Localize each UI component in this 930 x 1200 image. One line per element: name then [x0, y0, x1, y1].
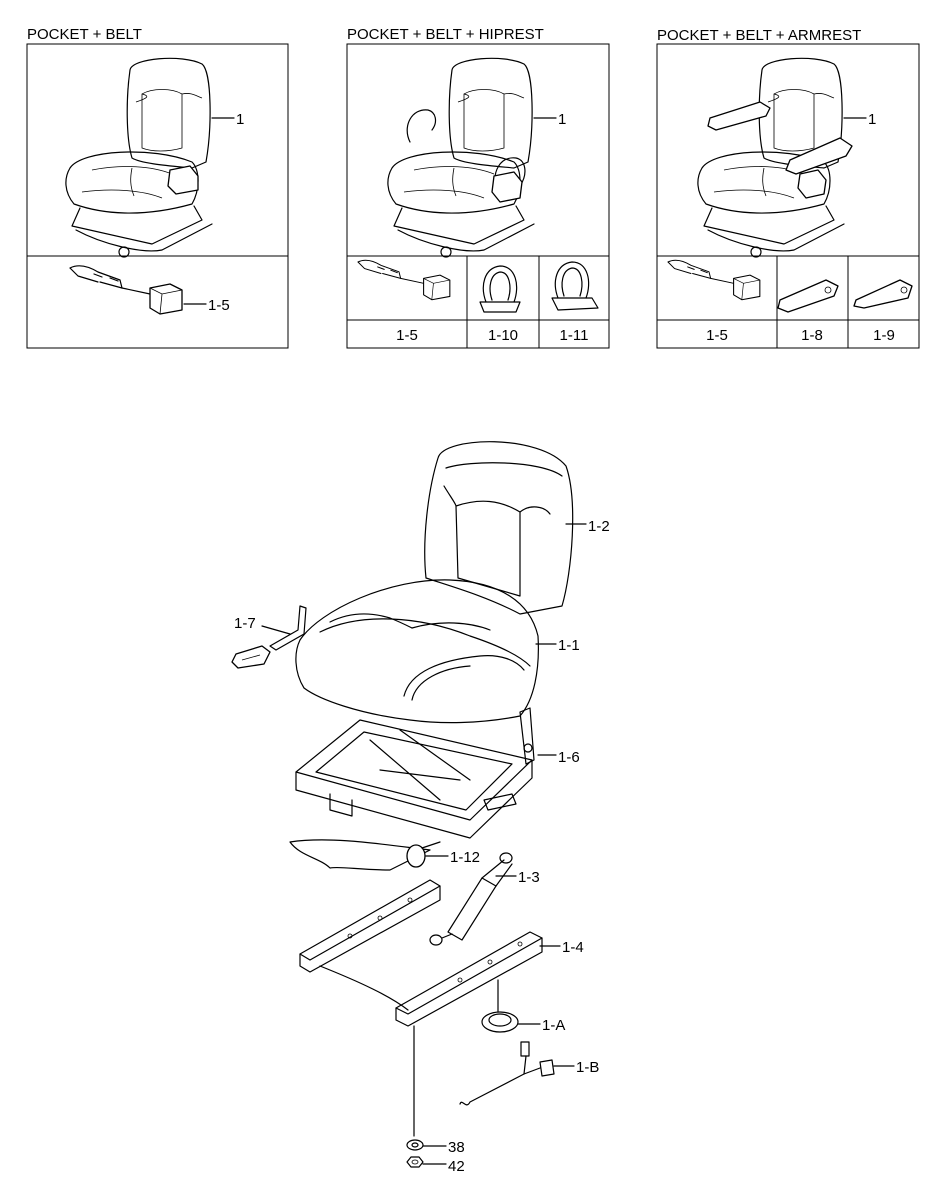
nut-42	[406, 1156, 424, 1168]
part-label-1-5-b: 1-5	[396, 327, 418, 344]
variant-title-pocket-belt: POCKET + BELT	[27, 26, 142, 43]
seat-illustration-1	[65, 57, 213, 258]
seat-label-2: 1	[558, 111, 566, 128]
variant-panel-2	[346, 43, 610, 349]
slide-rail-1-4	[299, 879, 543, 1027]
armrest-part-icon-1-8	[777, 279, 839, 313]
seat-illustration-2	[387, 57, 535, 258]
belt-part-icon-1	[69, 265, 183, 315]
label-1-12: 1-12	[450, 849, 480, 866]
backrest-1-2	[424, 441, 574, 615]
seat-label-3: 1	[868, 111, 876, 128]
seat-frame-1-6	[289, 707, 535, 871]
variant-title-hiprest: POCKET + BELT + HIPREST	[347, 26, 544, 43]
washer-38	[406, 1139, 424, 1151]
part-label-1-5-a: 1-5	[208, 297, 230, 314]
label-1-3: 1-3	[518, 869, 540, 886]
hiprest-part-icon-1-11	[551, 261, 599, 311]
label-1-A: 1-A	[542, 1017, 565, 1034]
seat-label-1: 1	[236, 111, 244, 128]
hiprest-part-icon-1-10	[479, 265, 521, 313]
label-1-4: 1-4	[562, 939, 584, 956]
variant-panel-1	[26, 43, 289, 349]
cushion-1-1	[295, 579, 539, 724]
part-label-1-5-c: 1-5	[706, 327, 728, 344]
part-label-1-9: 1-9	[873, 327, 895, 344]
variant-panel-3	[656, 43, 920, 349]
belt-buckle-1-7	[231, 605, 307, 669]
armrest-part-icon-1-9	[853, 279, 913, 309]
part-label-1-11: 1-11	[560, 327, 589, 344]
label-42: 42	[448, 1158, 465, 1175]
label-1-B: 1-B	[576, 1059, 599, 1076]
variant-title-armrest: POCKET + BELT + ARMREST	[657, 27, 861, 44]
label-1-7: 1-7	[234, 615, 256, 632]
label-1-6: 1-6	[558, 749, 580, 766]
belt-part-icon-3	[667, 259, 761, 301]
belt-part-icon-2	[357, 259, 451, 301]
label-1-2: 1-2	[588, 518, 610, 535]
grommet-1-A	[481, 979, 519, 1033]
part-label-1-8: 1-8	[801, 327, 823, 344]
damper-1-3	[429, 852, 513, 946]
label-38: 38	[448, 1139, 465, 1156]
knob-1-12	[406, 841, 441, 868]
part-label-1-10: 1-10	[488, 327, 518, 344]
seat-illustration-3	[697, 57, 853, 258]
label-1-1: 1-1	[558, 637, 580, 654]
harness-1-B	[459, 1041, 555, 1106]
